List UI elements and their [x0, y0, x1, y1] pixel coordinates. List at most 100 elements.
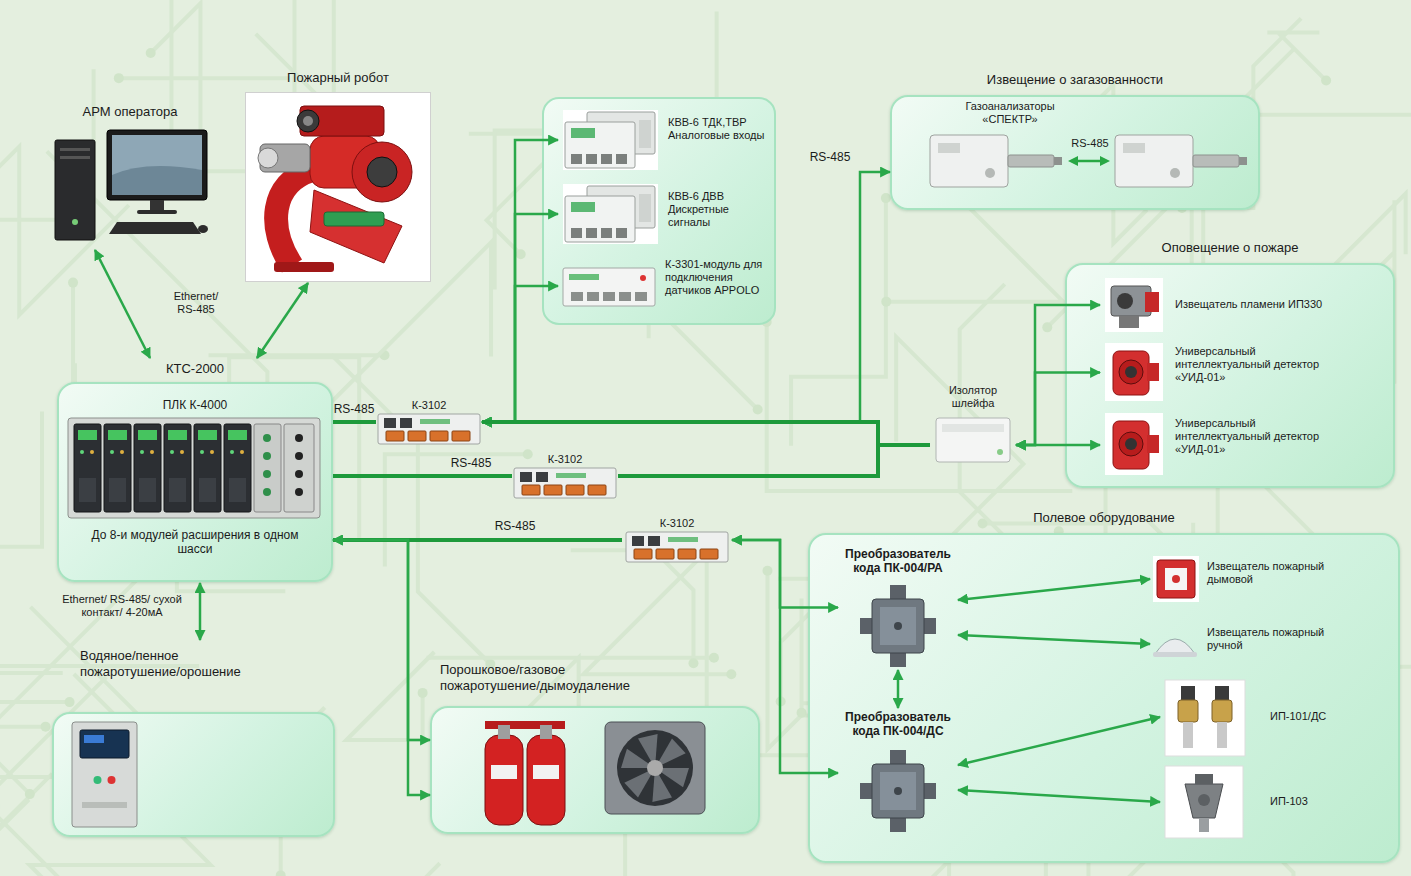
illustration-part — [82, 802, 127, 808]
node-heading: Универсальный интеллектуальный детектор … — [1175, 345, 1325, 385]
illustration-part — [1193, 155, 1239, 167]
circuit-trace — [0, 673, 70, 702]
illustration-part — [565, 122, 635, 168]
gas-illustration — [925, 125, 1250, 200]
illustration-part — [168, 430, 187, 440]
illustration-part — [80, 450, 84, 454]
circuit-trace — [331, 355, 490, 664]
device-box: К-3102 — [376, 398, 482, 446]
circuit-pad — [276, 870, 286, 876]
signal-arrow — [1016, 373, 1100, 446]
illustration-part — [1172, 575, 1180, 583]
illustration-part — [601, 154, 612, 164]
illustration-part — [224, 424, 251, 512]
illustration-part — [605, 722, 705, 814]
signal-arrow — [333, 540, 430, 795]
signal-arrow — [199, 583, 202, 640]
illustration-part — [1054, 157, 1062, 165]
module-group-panel — [543, 98, 775, 324]
illustration-part — [1117, 293, 1133, 309]
signal-arrow — [95, 250, 150, 358]
circuit-trace — [427, 656, 714, 660]
illustration-part — [263, 434, 271, 442]
illustration-part — [324, 212, 384, 226]
bus-line — [618, 445, 930, 476]
illustration-part — [400, 418, 412, 428]
circuit-trace — [30, 831, 211, 876]
node-heading: Водяное/пенное пожаротушение/орошение — [80, 648, 280, 679]
device-box: ИП-101/ДС — [1160, 676, 1360, 758]
node-heading: Оповещение о пожаре — [1065, 240, 1395, 256]
circuit-trace — [1267, 32, 1326, 80]
illustration-part — [430, 431, 448, 441]
group-box: Оповещение о пожареИзвещатель пламени ИП… — [1065, 238, 1395, 488]
illustration-part — [1119, 316, 1139, 328]
signal-arrow — [257, 283, 308, 358]
illustration-part — [198, 225, 208, 233]
illustration-part — [104, 424, 131, 512]
illustration-part — [520, 472, 532, 482]
illustration-part — [1119, 432, 1143, 456]
kvv-illustration — [563, 184, 658, 244]
illustration-part — [936, 418, 1010, 462]
circuit-pad — [1321, 76, 1331, 86]
illustration-part — [540, 725, 552, 739]
illustration-part — [295, 488, 303, 496]
illustration-part — [72, 722, 137, 827]
illustration-part — [997, 449, 1003, 455]
illustration-part — [890, 653, 906, 667]
illustration-part — [930, 135, 1008, 187]
ip101-illustration — [1165, 680, 1245, 756]
illustration-part — [90, 450, 94, 454]
illustration-part — [1068, 156, 1078, 166]
node-heading: Преобразователь кода ПК-004/ДС — [838, 710, 958, 739]
illustration-part — [634, 549, 652, 559]
illustration-part — [55, 140, 95, 240]
illustration-part — [1105, 413, 1163, 475]
node-heading: Пожарный робот — [238, 70, 438, 86]
illustration-part — [894, 787, 902, 795]
circuit-trace — [583, 551, 731, 721]
illustration-part — [295, 452, 303, 460]
illustration-part — [1077, 160, 1101, 163]
pk-illustration — [860, 585, 936, 667]
circuit-pad — [25, 789, 35, 799]
device-box: К-3102 — [622, 516, 732, 564]
node-heading: КТС-2000 — [57, 361, 333, 377]
illustration-part — [60, 148, 90, 151]
illustration-part — [566, 485, 584, 495]
k3301-illustration — [563, 268, 655, 306]
illustration-part — [112, 166, 202, 195]
circuit-pad — [65, 697, 75, 707]
signal-arrow — [732, 540, 838, 773]
device-box: Извещатель пожарный дымовой — [1150, 553, 1370, 605]
node-heading: Извещение о загазованности — [890, 72, 1260, 88]
illustration-part — [1155, 639, 1195, 654]
illustration-part — [134, 424, 161, 512]
illustration-part — [240, 450, 244, 454]
circuit-pad — [114, 73, 124, 83]
illustration-part — [194, 424, 221, 512]
illustration-part — [1199, 818, 1209, 832]
illustration-part — [1125, 366, 1137, 378]
illustration-part — [263, 488, 271, 496]
illustration-part — [890, 750, 906, 764]
illustration-part — [108, 430, 127, 440]
illustration-part — [1215, 686, 1229, 700]
node-heading: ИП-103 — [1270, 795, 1355, 808]
kvv-illustration — [563, 110, 658, 170]
illustration-part — [254, 424, 281, 512]
uid-illustration — [1105, 413, 1163, 475]
mod-illustration — [378, 414, 480, 444]
connector-label: Ethernet/ RS-485/ сухой контакт/ 4-20мА — [58, 593, 186, 619]
illustration-part — [284, 424, 314, 512]
device-box: Извещатель пламени ИП330 — [1100, 275, 1385, 335]
illustration-part — [586, 154, 597, 164]
illustration-part — [1185, 784, 1223, 818]
pk-illustration — [860, 750, 936, 832]
illustration-part — [485, 721, 565, 729]
illustration-part — [108, 776, 116, 784]
illustration-part — [230, 450, 234, 454]
illustration-part — [1181, 686, 1195, 700]
